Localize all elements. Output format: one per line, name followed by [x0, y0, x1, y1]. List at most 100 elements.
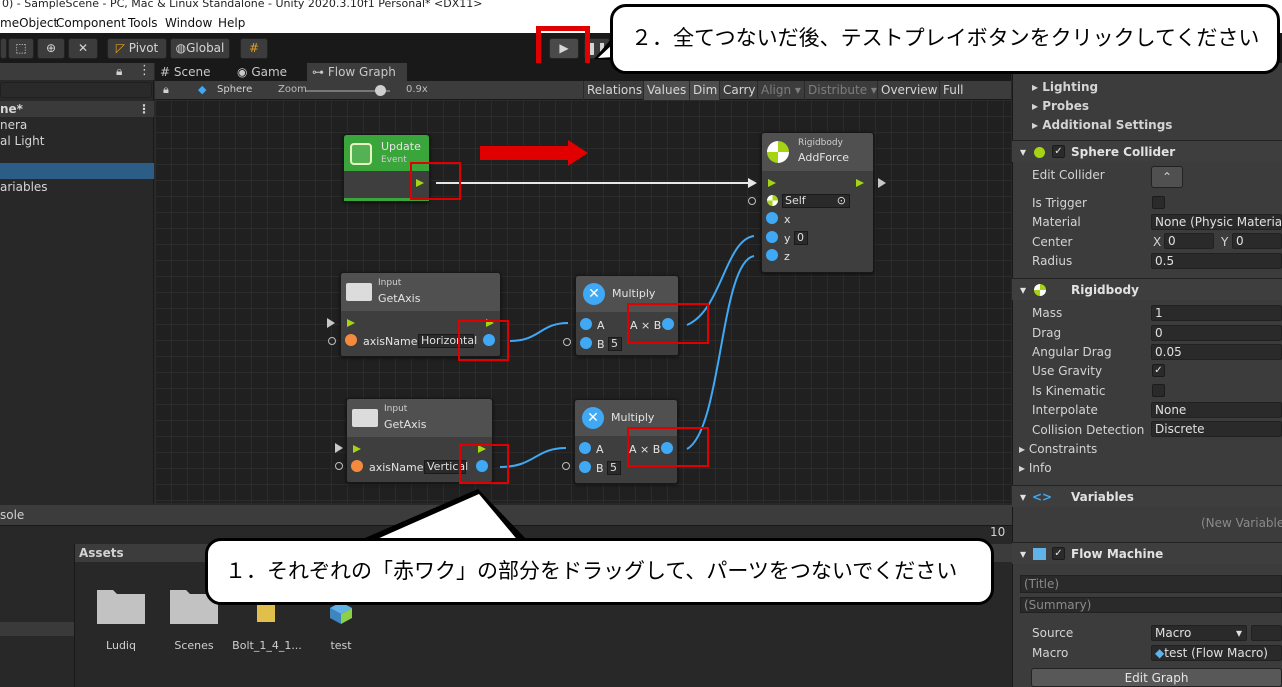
hand-tool-button[interactable] [0, 38, 7, 59]
hierarchy-row-camera[interactable]: nera [0, 118, 28, 132]
carry-button[interactable]: Carry [719, 81, 759, 100]
getaxis-v-output-port[interactable] [476, 460, 488, 472]
is-trigger-checkbox[interactable] [1152, 196, 1165, 209]
menu-tools[interactable]: Tools [128, 16, 158, 30]
custom-tool-button[interactable]: ✕ [68, 38, 98, 59]
menu-component[interactable]: Component [56, 16, 126, 30]
target-port-icon[interactable] [767, 195, 778, 206]
flow-machine-enabled-checkbox[interactable]: ✓ [1052, 547, 1065, 560]
center-x-field[interactable]: 0 [1164, 233, 1214, 249]
menu-help[interactable]: Help [218, 16, 246, 30]
sphere-collider-header[interactable]: ▾ ✓ Sphere Collider [1012, 140, 1282, 162]
axisname-v-field[interactable]: Vertical [424, 460, 468, 474]
getaxis-h-output-port[interactable] [483, 334, 495, 346]
rect-tool-button[interactable]: ⬚ [8, 38, 34, 59]
collision-detection-dropdown[interactable]: Discrete [1151, 421, 1282, 437]
z-input-port[interactable] [766, 249, 778, 261]
update-trigger-port[interactable] [416, 179, 424, 187]
tab-flow-graph[interactable]: ⊶ Flow Graph [307, 63, 407, 81]
scene-menu-icon[interactable]: ⋮ [138, 102, 150, 116]
getaxis-v-exit-port[interactable] [478, 445, 486, 453]
sphere-collider-enabled-checkbox[interactable]: ✓ [1052, 145, 1065, 158]
grid-snap-button[interactable]: # [240, 38, 268, 59]
console-tab[interactable]: sole [0, 508, 25, 522]
zoom-slider-knob[interactable] [375, 85, 386, 96]
new-variable-input[interactable]: (New Variable [1201, 516, 1282, 530]
zoom-slider-track[interactable] [306, 90, 390, 92]
getaxis-h-enter-port[interactable] [347, 319, 355, 327]
multiply-2-b-field[interactable]: 5 [607, 461, 621, 475]
update-event-node[interactable]: Update Event [343, 134, 430, 202]
source-dropdown[interactable]: Macro▾ [1151, 625, 1247, 641]
flow-title-input[interactable]: (Title) [1020, 575, 1282, 593]
values-button[interactable]: Values [643, 81, 690, 100]
flow-summary-input[interactable]: (Summary) [1020, 597, 1282, 613]
object-picker-icon[interactable]: ⊙ [836, 194, 846, 207]
hierarchy-row-selected[interactable] [0, 163, 154, 179]
macro-field[interactable]: ◆test (Flow Macro) [1151, 645, 1282, 661]
addforce-node[interactable]: Rigidbody AddForce Self⊙ x y 0 z [761, 132, 874, 273]
radius-field[interactable]: 0.5 [1151, 253, 1282, 269]
axisname-h-port[interactable] [345, 334, 357, 346]
probes-foldout[interactable]: ▸ Probes [1032, 99, 1090, 113]
menu-window[interactable]: Window [165, 16, 213, 30]
angular-drag-field[interactable]: 0.05 [1151, 344, 1282, 360]
edit-collider-button[interactable]: ⌃ [1151, 166, 1183, 188]
dim-button[interactable]: Dim [689, 81, 721, 100]
pivot-toggle[interactable]: ◸ Pivot [107, 38, 167, 59]
overview-button[interactable]: Overview [877, 81, 941, 100]
multiply-node-2[interactable]: ✕ Multiply A B 5 A × B [574, 399, 678, 484]
multiply-1-a-port[interactable] [580, 318, 592, 330]
rigidbody-header[interactable]: ▾ Rigidbody [1012, 278, 1282, 300]
multiply-2-a-port[interactable] [579, 442, 591, 454]
multiply-1-b-field[interactable]: 5 [608, 337, 622, 351]
lighting-foldout[interactable]: ▸ Lighting [1032, 80, 1099, 94]
addforce-exit-port[interactable] [856, 179, 864, 187]
menu-gameobject[interactable]: meObject [0, 16, 59, 30]
multiply-1-b-port[interactable] [580, 337, 592, 349]
hierarchy-row-light[interactable]: al Light [0, 134, 45, 148]
align-dropdown[interactable]: Align ▾ [757, 81, 804, 100]
tab-game[interactable]: ◉ Game [237, 65, 288, 79]
use-gravity-checkbox[interactable]: ✓ [1152, 364, 1165, 377]
folder-icon[interactable] [97, 586, 145, 624]
interpolate-dropdown[interactable]: None [1151, 402, 1282, 418]
global-toggle[interactable]: ◍Global [170, 38, 230, 59]
is-kinematic-checkbox[interactable] [1152, 384, 1165, 397]
getaxis-vertical-node[interactable]: Input GetAxis axisName Vertical [346, 398, 493, 483]
distribute-dropdown[interactable]: Distribute ▾ [804, 81, 880, 100]
drag-field[interactable]: 0 [1151, 325, 1282, 341]
flow-machine-header[interactable]: ▾ ✓ Flow Machine [1012, 542, 1282, 564]
hierarchy-row-variables[interactable]: ariables [0, 180, 48, 194]
transform-tool-button[interactable]: ⊕ [37, 38, 65, 59]
axisname-h-field[interactable]: Horizontal [418, 334, 477, 348]
x-input-port[interactable] [766, 212, 778, 224]
material-field[interactable]: None (Physic Material) [1151, 214, 1282, 230]
variables-header[interactable]: ▾ <> Variables [1012, 485, 1282, 507]
folder-icon[interactable] [170, 586, 218, 624]
project-tree-selected[interactable] [0, 622, 74, 636]
y-input-port[interactable] [766, 231, 778, 243]
info-foldout[interactable]: ▸ Info [1019, 461, 1052, 475]
constraints-foldout[interactable]: ▸ Constraints [1019, 442, 1098, 456]
multiply-2-b-port[interactable] [579, 461, 591, 473]
play-button[interactable]: ▶ [549, 38, 579, 59]
getaxis-h-exit-port[interactable] [486, 319, 494, 327]
axisname-v-port[interactable] [351, 460, 363, 472]
multiply-1-output-port[interactable] [662, 318, 674, 330]
getaxis-horizontal-node[interactable]: Input GetAxis axisName Horizontal [340, 272, 501, 357]
lock-icon[interactable]: 🔒︎ [116, 64, 123, 78]
addforce-enter-port[interactable] [768, 179, 776, 187]
additional-settings-foldout[interactable]: ▸ Additional Settings [1032, 118, 1173, 132]
target-field[interactable]: Self⊙ [782, 194, 850, 208]
flow-macro-icon[interactable] [328, 600, 354, 624]
getaxis-v-enter-port[interactable] [353, 445, 361, 453]
relations-button[interactable]: Relations [583, 81, 645, 100]
multiply-2-output-port[interactable] [661, 442, 673, 454]
hierarchy-row-scene[interactable]: ne*⋮ [0, 101, 154, 117]
tab-scene[interactable]: # Scene [160, 65, 211, 79]
menu-dots-icon[interactable]: ⋮ [138, 63, 151, 78]
y-value-field[interactable]: 0 [794, 231, 808, 245]
graph-lock-icon[interactable]: 🔒︎ [163, 83, 169, 96]
package-icon[interactable] [255, 600, 277, 624]
